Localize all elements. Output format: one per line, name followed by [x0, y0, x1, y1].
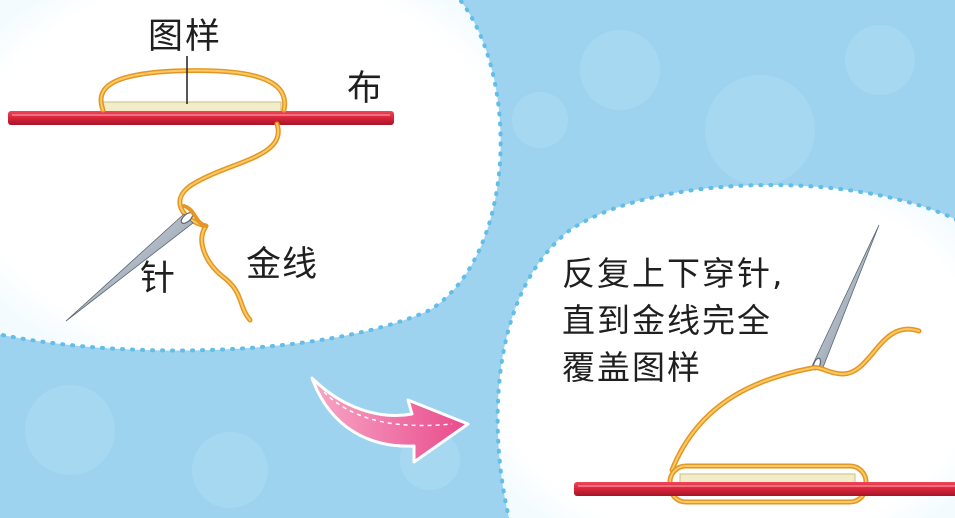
instruction-line-3: 覆盖图样: [562, 348, 702, 387]
pattern-fill-left: [102, 101, 282, 113]
cloth-label: 布: [347, 69, 383, 109]
gold-thread-label: 金线: [246, 245, 319, 285]
gold-thread-left: [98, 68, 288, 323]
gold-thread-right: [669, 326, 922, 473]
cloth-strip-left: [8, 111, 394, 125]
instruction-text: 反复上下穿针, 直到金线完全 覆盖图样: [562, 250, 862, 391]
cloth-strip-right: [574, 482, 955, 496]
needle-label: 针: [140, 259, 176, 299]
pattern-label: 图样: [148, 17, 223, 57]
curved-arrow-icon: [310, 376, 470, 464]
background-texture: [25, 25, 915, 508]
left-bubble: [0, 0, 503, 353]
instruction-line-1: 反复上下穿针,: [562, 254, 785, 293]
right-bubble: [495, 183, 955, 518]
instruction-line-2: 直到金线完全: [562, 301, 772, 340]
needle-left-icon: [65, 204, 208, 322]
